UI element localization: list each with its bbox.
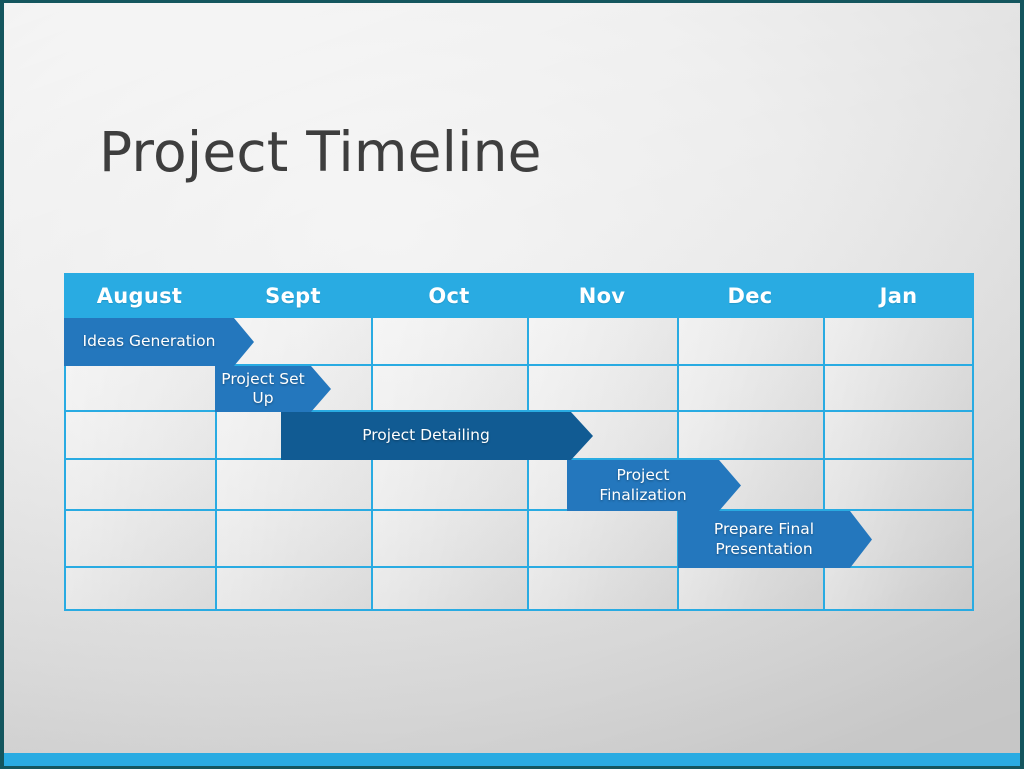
timeline-cell[interactable] xyxy=(527,366,677,410)
timeline-cell[interactable] xyxy=(371,318,527,364)
timeline-cell[interactable] xyxy=(64,511,215,566)
timeline-cell[interactable] xyxy=(371,568,527,609)
timeline-row xyxy=(64,568,974,611)
timeline-cell[interactable] xyxy=(371,460,527,509)
timeline-cell[interactable] xyxy=(677,366,823,410)
timeline-cell[interactable] xyxy=(677,568,823,609)
timeline-cell[interactable] xyxy=(527,511,677,566)
timeline-task-bar[interactable]: Project Finalization xyxy=(567,460,741,511)
timeline-task-bar[interactable]: Ideas Generation xyxy=(64,318,254,366)
timeline-cell[interactable] xyxy=(677,412,823,458)
page-title: Project Timeline xyxy=(99,119,542,184)
timeline-task-bar[interactable]: Project Detailing xyxy=(281,412,593,460)
timeline-task-bar[interactable]: Prepare Final Presentation xyxy=(678,511,872,568)
timeline-cell[interactable] xyxy=(215,460,371,509)
slide-bottom-accent-bar xyxy=(4,753,1020,766)
timeline-month-header-nov: Nov xyxy=(578,283,626,308)
timeline-row xyxy=(64,460,974,511)
timeline-cell[interactable] xyxy=(371,366,527,410)
timeline-cell[interactable] xyxy=(823,568,974,609)
timeline-cell[interactable] xyxy=(677,318,823,364)
timeline-cell[interactable] xyxy=(527,568,677,609)
timeline-month-header-dec: Dec xyxy=(727,283,773,308)
timeline-cell[interactable] xyxy=(371,511,527,566)
timeline-month-header-sept: Sept xyxy=(265,283,321,308)
timeline-task-bar[interactable]: Project Set Up xyxy=(215,366,331,412)
timeline-cell[interactable] xyxy=(64,460,215,509)
timeline-month-header-august: August xyxy=(96,283,183,308)
timeline-month-header-oct: Oct xyxy=(428,283,470,308)
timeline-task-label: Project Finalization xyxy=(599,466,687,504)
timeline-cell[interactable] xyxy=(64,568,215,609)
timeline-month-header-row: August Sept Oct Nov Dec Jan xyxy=(64,273,974,318)
timeline-cell[interactable] xyxy=(823,460,974,509)
timeline-cell[interactable] xyxy=(823,366,974,410)
timeline-task-label: Project Detailing xyxy=(362,426,490,445)
timeline-cell[interactable] xyxy=(823,318,974,364)
timeline-month-header-jan: Jan xyxy=(879,283,918,308)
timeline-cell[interactable] xyxy=(64,366,215,410)
timeline-cell[interactable] xyxy=(527,318,677,364)
timeline-cell[interactable] xyxy=(215,568,371,609)
timeline-task-label: Ideas Generation xyxy=(82,332,216,351)
timeline-task-label: Prepare Final Presentation xyxy=(713,520,815,558)
timeline-row xyxy=(64,511,974,568)
timeline-task-label: Project Set Up xyxy=(221,369,305,407)
timeline-cell[interactable] xyxy=(823,412,974,458)
timeline-cell[interactable] xyxy=(215,511,371,566)
timeline-row xyxy=(64,366,974,412)
timeline-cell[interactable] xyxy=(64,412,215,458)
